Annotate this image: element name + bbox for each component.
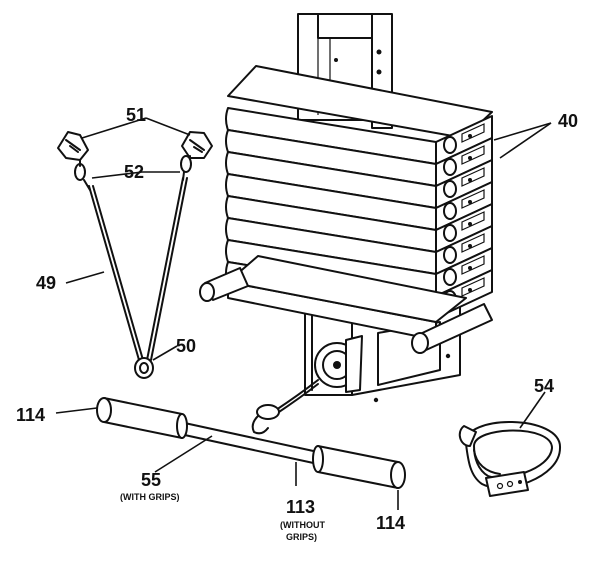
note-with-grips: (WITH GRIPS) [120, 492, 180, 502]
callout-114-left: 114 [16, 405, 45, 425]
callout-51: 51 [126, 105, 146, 125]
guide-rod-left [199, 267, 249, 302]
note-without-grips-line1: (WITHOUT [280, 520, 325, 530]
handle-left [57, 131, 89, 161]
handle-right [181, 131, 213, 159]
bar-grip-right [312, 445, 406, 489]
callout-55: 55 [141, 470, 161, 490]
weight-plate [225, 195, 493, 253]
callout-113: 113 [286, 497, 315, 517]
bar-grip-left [96, 397, 188, 439]
pulley [314, 335, 363, 393]
cable-with-snap-hook [251, 379, 319, 435]
weight-plate [225, 151, 493, 209]
note-without-grips-line2: GRIPS) [286, 532, 317, 542]
exercise-bar [96, 397, 406, 489]
callout-114-right: 114 [376, 513, 405, 533]
callout-50: 50 [176, 336, 196, 356]
weight-stack-assembly [199, 13, 493, 435]
rope-handle-assembly [57, 131, 213, 379]
clip-right [180, 155, 192, 181]
clip-left [74, 159, 91, 191]
ankle-strap [458, 421, 562, 497]
callout-54: 54 [534, 376, 554, 396]
d-ring [458, 425, 477, 447]
stack-top-cap [227, 65, 493, 139]
ring [134, 357, 154, 379]
leader-lines [55, 117, 552, 510]
callout-40: 40 [558, 111, 578, 131]
callout-49: 49 [36, 273, 56, 293]
guide-rod-right [411, 303, 493, 354]
callout-labels: 40 51 52 49 50 114 114 55 113 54 (WITH G… [16, 105, 578, 542]
rope [88, 177, 188, 361]
strap-buckle [485, 471, 529, 497]
callout-52: 52 [124, 162, 144, 182]
